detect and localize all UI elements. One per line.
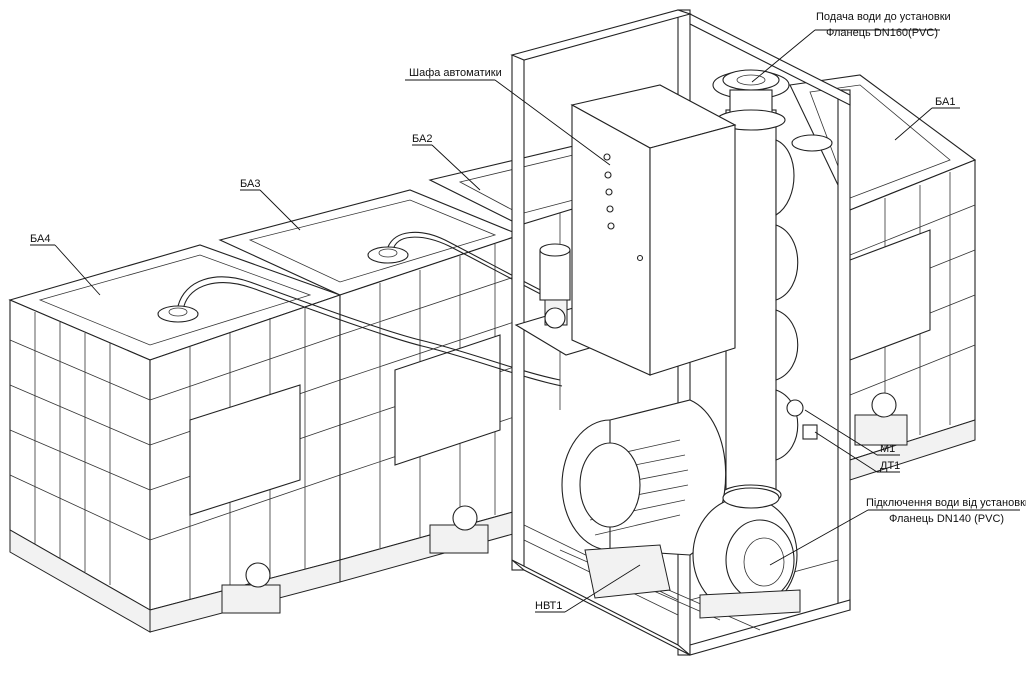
label-control-cabinet: Шафа автоматики: [409, 67, 502, 79]
tank-ba1: [789, 74, 977, 481]
label-water-outlet-title: Підключення води від установки: [866, 497, 1026, 509]
label-m1: М1: [880, 443, 896, 455]
main-pump: [561, 399, 801, 619]
label-ba3: БА3: [240, 178, 261, 190]
tank-ba3: [218, 189, 522, 583]
label-water-supply-flange: Фланець DN160(PVC): [826, 27, 938, 39]
leader-lines: [30, 29, 1020, 613]
label-ba4: БА4: [30, 233, 51, 245]
tank-ba4: [8, 244, 342, 633]
dosing-pump: [539, 243, 571, 329]
sensors-m1-dt1: [786, 399, 818, 440]
label-nvt1: НВТ1: [535, 600, 563, 612]
label-water-outlet-flange: Фланець DN140 (PVC): [889, 513, 1005, 525]
label-ba2: БА2: [412, 133, 433, 145]
hoses: [177, 231, 565, 387]
label-ba1: БА1: [935, 96, 956, 108]
control-cabinet: [570, 84, 737, 376]
label-water-supply-title: Подача води до установки: [816, 11, 951, 23]
label-dt1: ДТ1: [880, 460, 901, 472]
